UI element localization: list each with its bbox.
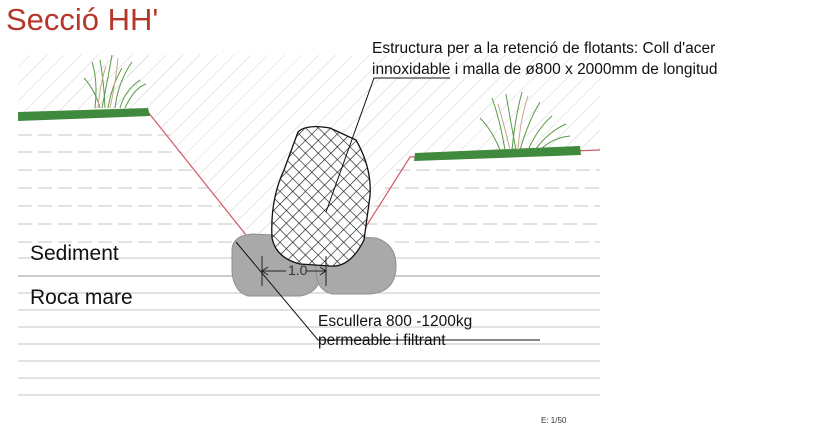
roca-mare-label: Roca mare — [30, 286, 133, 309]
structure-label-line1: Estructura per a la retenció de flotants… — [372, 40, 716, 57]
section-title: Secció HH' — [6, 2, 159, 37]
scale-label: E: 1/50 — [541, 416, 567, 425]
grass-right — [414, 91, 581, 161]
sediment-label: Sediment — [30, 242, 119, 265]
escullera-label-line2: permeable i filtrant — [318, 332, 446, 349]
dimension-label: 1.0 — [288, 262, 308, 278]
grass-left — [18, 54, 150, 121]
mesh-gabion — [271, 126, 371, 267]
escullera-label-line1: Escullera 800 -1200kg — [318, 313, 473, 330]
dimension-marker — [261, 256, 327, 286]
structure-label-line2: innoxidable i malla de ø800 x 2000mm de … — [372, 61, 718, 78]
leader-lines — [235, 77, 540, 341]
